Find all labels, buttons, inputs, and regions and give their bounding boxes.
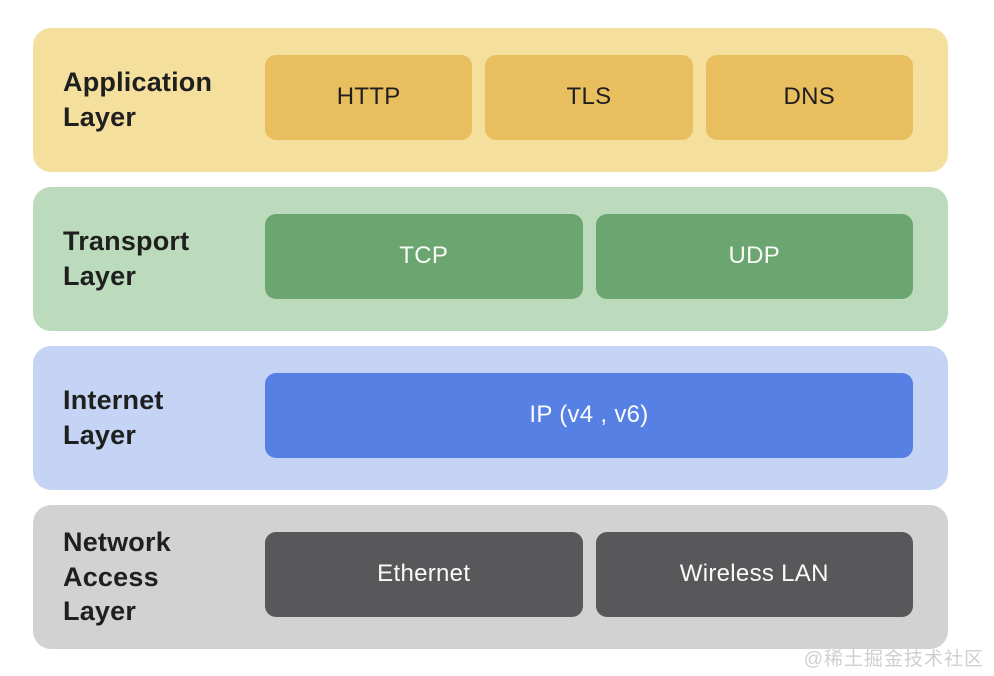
layer-internet-boxes: IP (v4 , v6) [265,372,913,458]
layer-internet: Internet Layer IP (v4 , v6) [33,346,948,490]
layer-internet-label: Internet Layer [63,385,164,450]
layer-application-boxes: HTTP TLS DNS [265,54,913,140]
watermark: @稀土掘金技术社区 [803,649,984,670]
layer-network-access-boxes: Ethernet Wireless LAN [265,531,913,617]
layer-application: Application Layer HTTP TLS DNS [33,28,948,172]
protocol-box-http: HTTP [265,54,473,140]
layer-transport: Transport Layer TCP UDP [33,187,948,331]
protocol-box-wireless-lan: Wireless LAN [595,531,913,617]
layer-network-access: Network Access Layer Ethernet Wireless L… [33,505,948,649]
protocol-box-ethernet: Ethernet [265,531,583,617]
layer-network-access-label: Network Access Layer [63,527,171,627]
protocol-box-udp: UDP [595,213,913,299]
layer-application-label: Application Layer [63,67,213,132]
protocol-box-ip: IP (v4 , v6) [265,372,913,458]
layer-stack: Application Layer HTTP TLS DNS Transport… [33,28,948,649]
layer-transport-label: Transport Layer [63,226,190,291]
layer-transport-boxes: TCP UDP [265,213,913,299]
protocol-box-dns: DNS [705,54,913,140]
protocol-box-tls: TLS [485,54,693,140]
protocol-box-tcp: TCP [265,213,583,299]
